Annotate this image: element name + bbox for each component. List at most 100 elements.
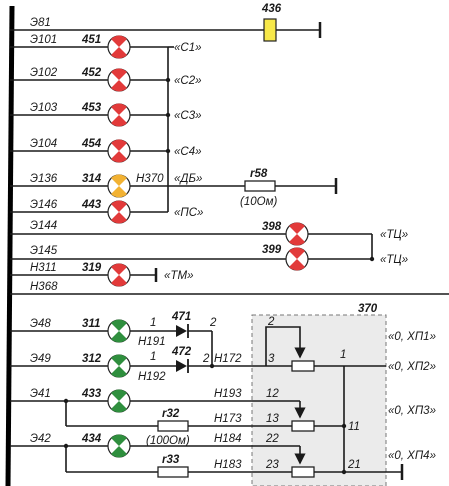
lamp-398 bbox=[285, 222, 309, 246]
lamp-452 bbox=[107, 68, 131, 92]
tag-tm: «ТМ» bbox=[164, 270, 194, 282]
node-t2 bbox=[209, 363, 215, 369]
block-436 bbox=[263, 18, 277, 42]
terminal-13: 13 bbox=[266, 413, 279, 425]
lamp-453 bbox=[107, 103, 131, 127]
bus-label-e103: Э103 bbox=[30, 102, 58, 114]
output-xp2: «0, ХП2» bbox=[388, 361, 436, 373]
terminal-23: 23 bbox=[265, 459, 279, 471]
tag-c4: «C4» bbox=[174, 146, 202, 158]
resistor-r32 bbox=[157, 420, 189, 432]
lamp-451-label: 451 bbox=[81, 34, 101, 46]
bus-label-e146: Э146 bbox=[30, 199, 58, 211]
tag-c2: «C2» bbox=[174, 75, 202, 87]
node-c2 bbox=[165, 77, 171, 83]
wire-label-h193: Н193 bbox=[214, 388, 242, 400]
lamp-434-label: 434 bbox=[81, 433, 102, 445]
tag-ps: «ПС» bbox=[174, 207, 203, 219]
lamp-452-label: 452 bbox=[81, 67, 102, 79]
tag-db: «ДБ» bbox=[174, 173, 202, 185]
output-xp3: «0, ХП3» bbox=[388, 405, 436, 417]
node-21 bbox=[341, 469, 347, 475]
wire-label-h173: Н173 bbox=[214, 413, 242, 425]
wire-t2-relay1 bbox=[265, 326, 306, 359]
lamp-314 bbox=[107, 174, 131, 198]
bus-label-e42: Э42 bbox=[30, 433, 51, 445]
resistor-r33 bbox=[157, 466, 189, 478]
lamp-314-label: 314 bbox=[82, 173, 102, 185]
bus-label-h368: Н368 bbox=[30, 281, 58, 293]
tag-c3: «C3» bbox=[174, 110, 202, 122]
lamp-312-label: 312 bbox=[82, 353, 102, 365]
node-tc bbox=[369, 256, 375, 262]
lamp-398-label: 398 bbox=[262, 221, 282, 233]
tag-tc1: «ТЦ» bbox=[380, 229, 408, 241]
lamp-443-label: 443 bbox=[81, 199, 102, 211]
node-e42 bbox=[63, 443, 69, 449]
diode-472-label: 472 bbox=[171, 346, 192, 358]
lamp-434 bbox=[107, 434, 131, 458]
lamp-453-label: 453 bbox=[81, 102, 102, 114]
wire-label-h191: Н191 bbox=[138, 336, 166, 348]
diode-471-label: 471 bbox=[171, 311, 191, 323]
lamp-451 bbox=[107, 35, 131, 59]
bus-label-e145: Э145 bbox=[30, 245, 58, 257]
resistor-r58-label: r58 bbox=[250, 168, 268, 180]
wire-label-h172: Н172 bbox=[214, 353, 242, 365]
block-436-label: 436 bbox=[261, 3, 282, 15]
terminal-21: 21 bbox=[347, 459, 361, 471]
wire-label-h192: Н192 bbox=[138, 371, 166, 383]
diode-472 bbox=[176, 359, 189, 373]
relay-2 bbox=[291, 420, 315, 432]
terminal-2-c: 2 bbox=[267, 316, 275, 328]
terminal-1-c: 1 bbox=[340, 349, 346, 361]
lamp-319-label: 319 bbox=[82, 262, 102, 274]
lamp-454 bbox=[107, 139, 131, 163]
block-370-label: 370 bbox=[358, 303, 378, 315]
bus-label-e101: Э101 bbox=[30, 34, 57, 46]
node-c3 bbox=[165, 112, 171, 118]
output-xp1: «0, ХП1» bbox=[388, 331, 436, 343]
resistor-r58-value: (10Ом) bbox=[240, 196, 277, 208]
wire-label-h370: Н370 bbox=[136, 173, 164, 185]
terminal-12: 12 bbox=[266, 388, 279, 400]
main-bus bbox=[5, 5, 15, 486]
bus-label-e81: Э81 bbox=[30, 17, 51, 29]
node-11 bbox=[341, 423, 347, 429]
terminal-2-a: 2 bbox=[209, 317, 217, 329]
bus-label-e136: Э136 bbox=[30, 173, 58, 185]
bus-label-e144: Э144 bbox=[30, 220, 57, 232]
lamp-311-label: 311 bbox=[82, 318, 100, 330]
terminal-22: 22 bbox=[265, 433, 279, 445]
diode-471 bbox=[176, 324, 189, 338]
bus-label-h311: Н311 bbox=[30, 262, 57, 274]
bus-label-e41: Э41 bbox=[30, 388, 51, 400]
resistor-r32-label: r32 bbox=[162, 408, 180, 420]
lamp-433-label: 433 bbox=[81, 388, 102, 400]
relay-3 bbox=[291, 466, 315, 478]
node-c4 bbox=[165, 148, 171, 154]
node-e41 bbox=[63, 398, 69, 404]
wire-label-h184: Н184 bbox=[214, 433, 242, 445]
resistor-r58 bbox=[244, 180, 276, 192]
tag-tc2: «ТЦ» bbox=[380, 254, 408, 266]
terminal-1-a: 1 bbox=[150, 317, 156, 329]
lamp-312 bbox=[107, 354, 131, 378]
bus-label-e102: Э102 bbox=[30, 67, 58, 79]
bus-label-e49: Э49 bbox=[30, 353, 51, 365]
output-xp4: «0, ХП4» bbox=[388, 450, 436, 462]
lamp-399 bbox=[285, 247, 309, 271]
lamp-433 bbox=[107, 389, 131, 413]
lamp-454-label: 454 bbox=[81, 138, 102, 150]
terminal-2-b: 2 bbox=[202, 353, 210, 365]
terminal-1-b: 1 bbox=[150, 351, 156, 363]
tag-c1: «C1» bbox=[174, 42, 202, 54]
bus-label-e104: Э104 bbox=[30, 138, 57, 150]
resistor-r33-label: r33 bbox=[162, 454, 180, 466]
wire-label-h183: Н183 bbox=[214, 459, 242, 471]
terminal-3: 3 bbox=[268, 353, 275, 365]
bus-label-e48: Э48 bbox=[30, 318, 51, 330]
lamp-311 bbox=[107, 319, 131, 343]
lamp-319 bbox=[107, 263, 131, 287]
